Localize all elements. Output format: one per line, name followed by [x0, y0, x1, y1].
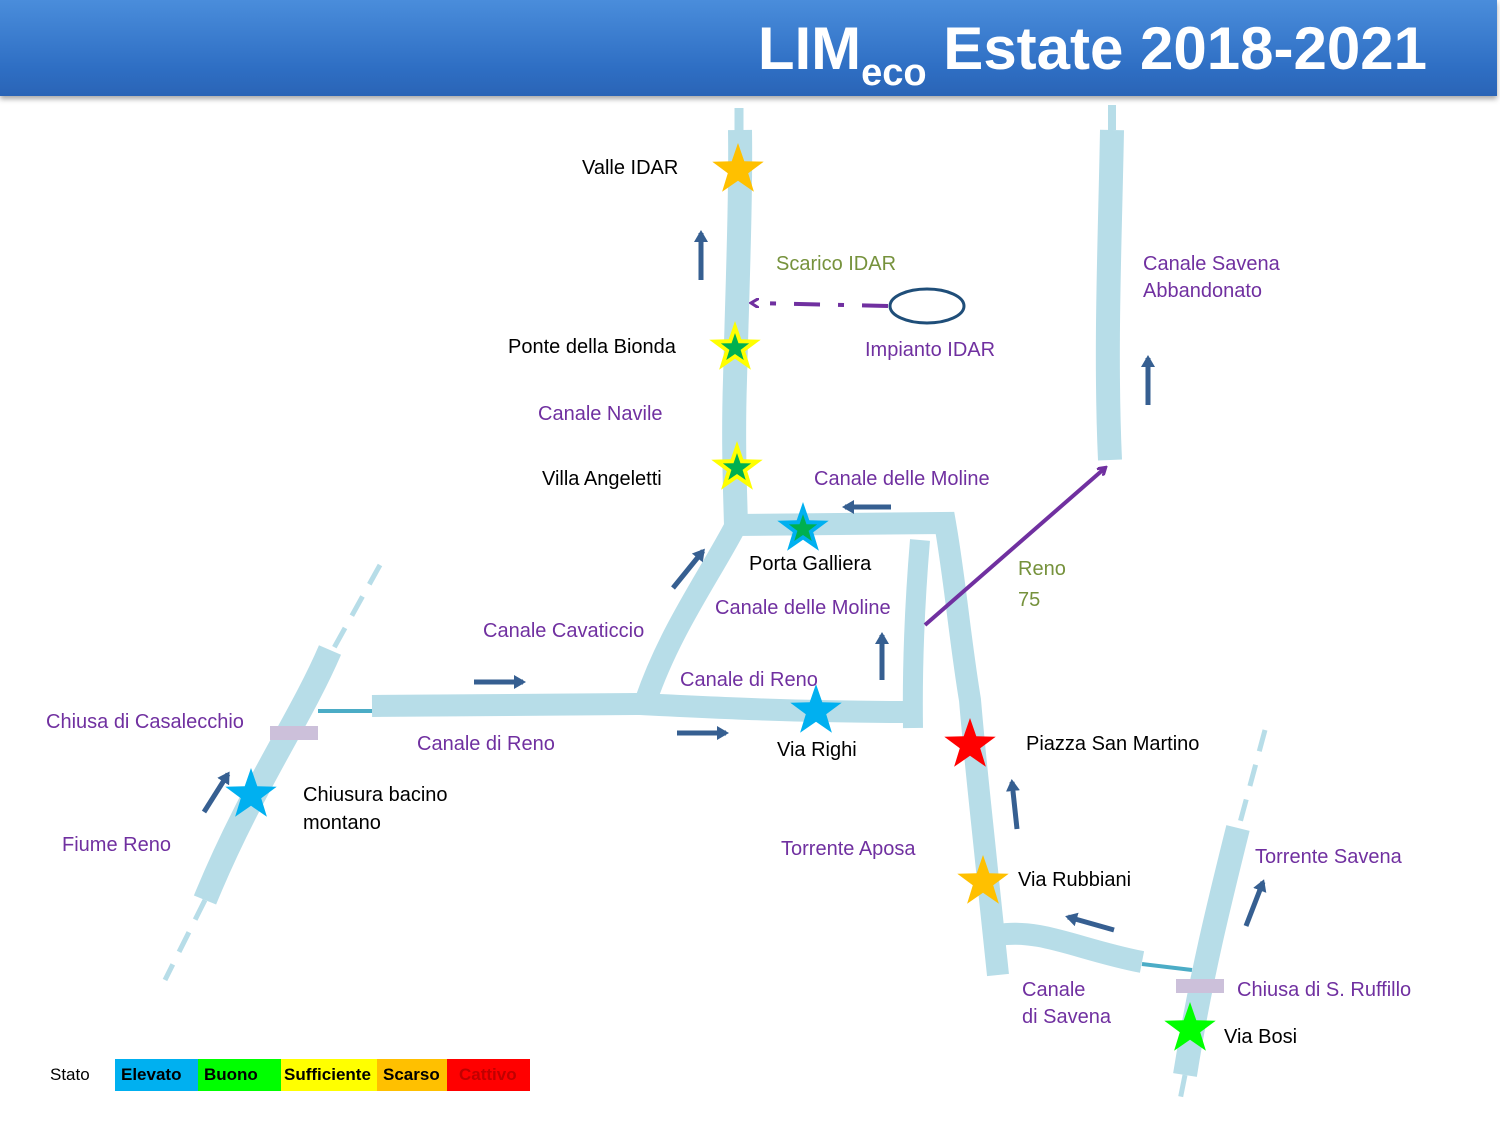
label-canale-reno-2: Canale di Reno [417, 733, 555, 755]
station-stars [225, 143, 1216, 1051]
star-icon [788, 514, 818, 541]
torrente-savena-dashes-bottom [1175, 1074, 1188, 1111]
label-via-rubbiani: Via Rubbiani [1018, 869, 1132, 891]
page-title: LIMeco Estate 2018-2021 [757, 14, 1427, 94]
canale-reno-channel [371, 692, 913, 723]
star-icon [957, 855, 1009, 904]
legend-buono: Buono [198, 1059, 281, 1091]
reno-75-arrow [923, 468, 1105, 627]
label-piazza-san-martino: Piazza San Martino [1026, 733, 1200, 755]
star-icon [790, 684, 842, 733]
scarico-idar-arrow [752, 303, 889, 306]
flow-arrow-torrente-savena [1243, 879, 1267, 927]
star-icon [712, 143, 764, 192]
legend-cattivo: Cattivo [447, 1059, 530, 1091]
chiusa-ruffillo-lock [1176, 979, 1224, 993]
label-canale-cavaticcio: Canale Cavaticcio [483, 620, 645, 642]
fiume-reno-channel [193, 645, 342, 905]
legend-sufficiente: Sufficiente [281, 1059, 377, 1091]
flow-arrow-aposa [1005, 779, 1020, 830]
label-ponte-bionda: Ponte della Bionda [508, 336, 676, 358]
canale-savena-channel [996, 922, 1145, 973]
label-canale-savena-1: Canale [1022, 979, 1086, 1001]
label-torrente-savena: Torrente Savena [1255, 846, 1402, 868]
canale-cavaticcio-channel [635, 519, 746, 704]
star-icon [722, 453, 752, 480]
flow-arrow-canale-savena [1065, 912, 1115, 933]
canale-savena-link [1141, 962, 1193, 972]
label-valle-idar: Valle IDAR [582, 157, 679, 179]
canale-navile-channel-main [722, 129, 753, 526]
label-canale-savena-2: di Savena [1022, 1006, 1111, 1028]
label-chiusura-1: Chiusura bacino [303, 784, 448, 806]
star-icon [944, 718, 996, 767]
label-canale-moline-2: Canale delle Moline [715, 597, 891, 619]
star-icon [225, 768, 277, 817]
label-scarico-idar: Scarico IDAR [776, 253, 897, 275]
label-canale-savena-abb-1: Canale Savena [1143, 253, 1280, 275]
torrente-savena-dashes-top [1235, 729, 1268, 831]
legend-elevato: Elevato [115, 1059, 198, 1091]
star-icon [1164, 1002, 1216, 1051]
flow-arrow-fiume-reno [201, 771, 231, 814]
label-fiume-reno: Fiume Reno [62, 834, 171, 856]
chiusa-casalecchio-lock [270, 726, 318, 740]
flow-arrow-cavaticcio [671, 548, 705, 590]
label-chiusura-2: montano [303, 812, 381, 834]
title-bar: LIMeco Estate 2018-2021 [0, 0, 1497, 96]
label-villa-angeletti: Villa Angeletti [542, 468, 662, 490]
legend-scarso: Scarso [377, 1059, 447, 1091]
label-torrente-aposa: Torrente Aposa [781, 838, 916, 860]
flow-arrows [201, 230, 1267, 933]
star-icon [720, 333, 750, 360]
canale-savena-abbandonato-channel [1095, 129, 1124, 461]
fiume-reno-dashes-top [327, 563, 383, 657]
label-via-righi: Via Righi [777, 739, 857, 761]
label-via-bosi: Via Bosi [1224, 1026, 1298, 1048]
title-subscript: eco [861, 52, 927, 94]
label-canale-navile: Canale Navile [538, 403, 663, 425]
label-chiusa-casalecchio: Chiusa di Casalecchio [46, 711, 244, 733]
label-reno-75-1: Reno [1018, 558, 1066, 580]
title-rest: Estate 2018-2021 [926, 15, 1427, 82]
canale-moline-channel [735, 511, 1009, 977]
canale-moline-inner-channel [902, 539, 930, 729]
label-canale-savena-abb-2: Abbandonato [1143, 280, 1263, 302]
label-canale-moline-1: Canale delle Moline [814, 468, 990, 490]
label-porta-galliera: Porta Galliera [749, 553, 872, 575]
status-legend: Stato Elevato Buono Sufficiente Scarso C… [50, 1059, 530, 1091]
legend-title: Stato [50, 1065, 90, 1084]
fiume-reno-dashes-bottom [162, 898, 208, 982]
label-canale-reno-1: Canale di Reno [680, 669, 818, 691]
title-main: LIM [757, 15, 862, 82]
label-reno-75-2: 75 [1018, 589, 1041, 611]
label-chiusa-ruffillo: Chiusa di S. Ruffillo [1237, 979, 1412, 1001]
impianto-idar-ellipse [888, 287, 966, 325]
label-impianto-idar: Impianto IDAR [865, 339, 996, 361]
